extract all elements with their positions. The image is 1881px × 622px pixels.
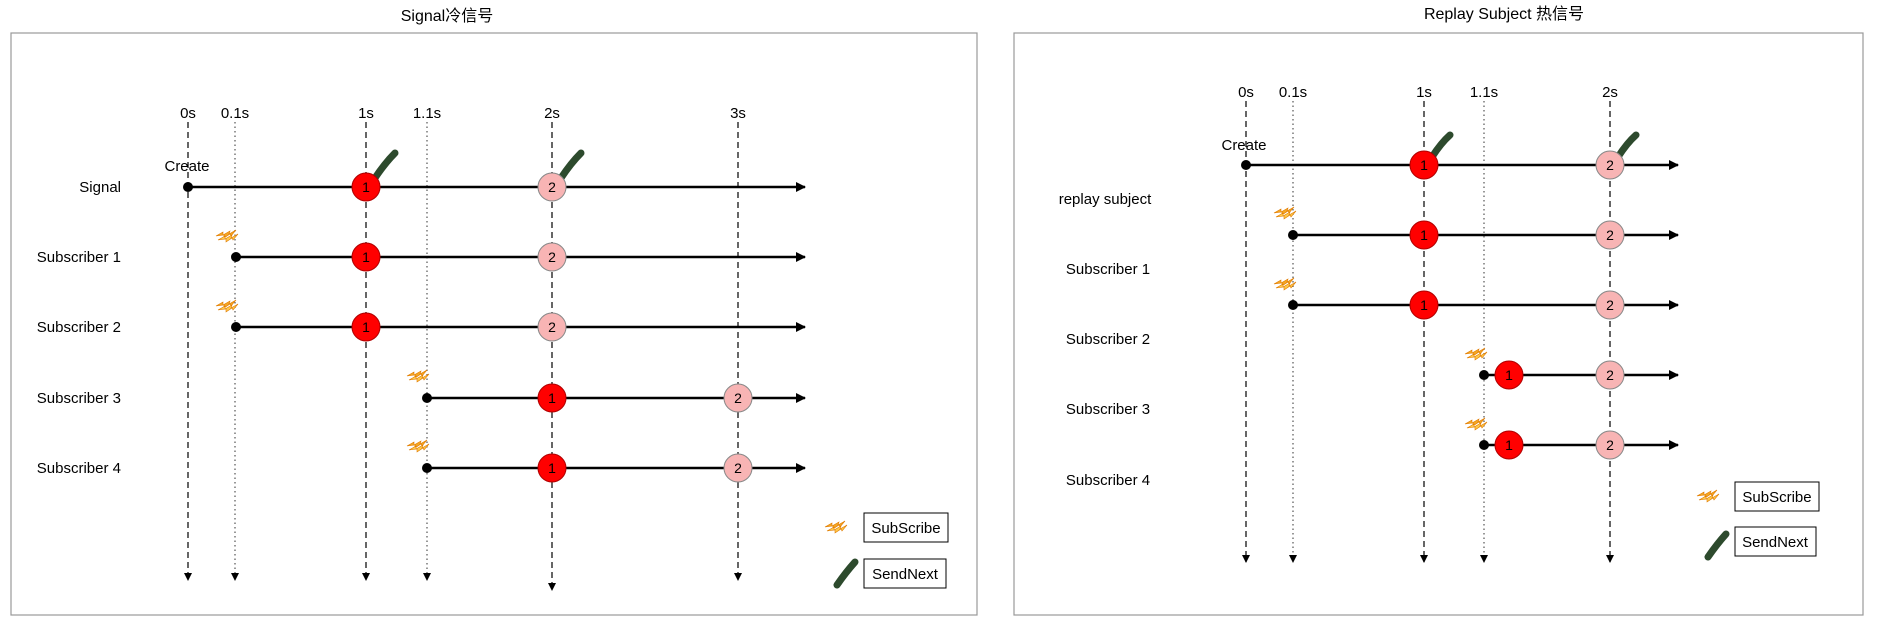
timeline-row-subscriber-2: 1 2 [215, 299, 806, 342]
event-marble-label: 1 [1420, 157, 1428, 173]
create-label: Create [164, 158, 209, 175]
event-marble-label: 1 [1420, 297, 1428, 313]
legend-subscribe-label: SubScribe [1742, 489, 1811, 506]
event-marble-label: 1 [548, 460, 556, 476]
right-panel-frame [1013, 32, 1864, 616]
event-marble-label: 2 [734, 460, 742, 476]
event-marble-label: 2 [548, 319, 556, 335]
row-label-subscriber-4: Subscriber 4 [1066, 472, 1150, 489]
timeline-row-subscriber-2: 1 2 [1273, 277, 1679, 320]
timeline-row-subscriber-3: 1 2 [406, 369, 806, 413]
event-marble [723, 383, 753, 413]
row-label-replay-subject: replay subject [1059, 191, 1152, 208]
event-marble [351, 172, 381, 202]
row-label-subscriber-4: Subscriber 4 [37, 460, 121, 477]
event-marble-label: 2 [1606, 227, 1614, 243]
event-marble [1595, 290, 1625, 320]
time-label-2s: 2s [1602, 84, 1618, 101]
right-time-axis [1242, 101, 1614, 563]
event-marble-label: 2 [548, 179, 556, 195]
time-label-1-1s: 1.1s [413, 105, 441, 122]
left-panel-frame [10, 32, 978, 616]
left-legend: SubScribe SendNext [824, 512, 949, 589]
event-marble [537, 383, 567, 413]
event-marble [1409, 290, 1439, 320]
right-time-labels: 0s 0.1s 1s 1.1s 2s [1238, 84, 1618, 101]
send-next-icon [833, 558, 859, 589]
right-panel: Replay Subject 热信号 0s 0.1s 1s 1.1s 2s re… [1013, 5, 1864, 616]
event-marble [1409, 220, 1439, 250]
create-label: Create [1221, 137, 1266, 154]
legend-subscribe-label: SubScribe [871, 520, 940, 537]
event-marble [537, 453, 567, 483]
event-marble-label: 1 [362, 249, 370, 265]
event-marble-label: 1 [1505, 367, 1513, 383]
time-label-0s: 0s [1238, 84, 1254, 101]
time-label-0s: 0s [180, 105, 196, 122]
event-marble-label: 1 [362, 319, 370, 335]
timeline-row-subscriber-4: 1 2 [1464, 417, 1679, 460]
time-label-1s: 1s [1416, 84, 1432, 101]
timeline-row-subscriber-3: 1 2 [1464, 347, 1679, 390]
row-label-subscriber-1: Subscriber 1 [1066, 261, 1150, 278]
time-label-0-1s: 0.1s [221, 105, 249, 122]
event-marble-label: 1 [548, 390, 556, 406]
event-marble-label: 2 [1606, 437, 1614, 453]
event-marble-label: 2 [1606, 157, 1614, 173]
event-marble-label: 2 [1606, 297, 1614, 313]
time-label-3s: 3s [730, 105, 746, 122]
event-marble-label: 2 [1606, 367, 1614, 383]
timeline-row-subscriber-1: 1 2 [215, 229, 806, 272]
left-time-axis [184, 122, 742, 591]
time-label-1s: 1s [358, 105, 374, 122]
time-label-1-1s: 1.1s [1470, 84, 1498, 101]
event-marble-label: 2 [548, 249, 556, 265]
event-marble [537, 172, 567, 202]
send-next-icon [1704, 530, 1730, 561]
event-marble [1595, 220, 1625, 250]
row-label-subscriber-2: Subscriber 2 [37, 319, 121, 336]
event-marble [1494, 430, 1524, 460]
right-panel-title: Replay Subject 热信号 [1424, 5, 1584, 23]
event-marble [351, 312, 381, 342]
event-marble [1595, 360, 1625, 390]
timeline-row-replay-subject: 1 2 [1241, 131, 1679, 180]
event-marble [1494, 360, 1524, 390]
event-marble [1595, 150, 1625, 180]
row-label-subscriber-1: Subscriber 1 [37, 249, 121, 266]
event-marble-label: 1 [1505, 437, 1513, 453]
legend-send-next-label: SendNext [1742, 534, 1809, 551]
time-label-0-1s: 0.1s [1279, 84, 1307, 101]
event-marble [1409, 150, 1439, 180]
event-marble [537, 312, 567, 342]
time-label-2s: 2s [544, 105, 560, 122]
event-marble [723, 453, 753, 483]
timeline-row-subscriber-4: 1 2 [406, 439, 806, 483]
left-panel: Signal冷信号 0s 0.1s 1s 1.1s 2s 3s Signal S… [10, 7, 978, 616]
send-next-icon [557, 149, 585, 182]
left-time-labels: 0s 0.1s 1s 1.1s 2s 3s [180, 105, 746, 122]
row-label-subscriber-3: Subscriber 3 [1066, 401, 1150, 418]
timeline-row-signal: 1 2 [183, 149, 806, 202]
row-label-signal: Signal [79, 179, 121, 196]
event-marble-label: 1 [362, 179, 370, 195]
event-marble-label: 2 [734, 390, 742, 406]
event-marble-label: 1 [1420, 227, 1428, 243]
event-marble [537, 242, 567, 272]
left-panel-title: Signal冷信号 [401, 7, 493, 25]
legend-send-next-label: SendNext [872, 566, 939, 583]
event-marble [351, 242, 381, 272]
timeline-row-subscriber-1: 1 2 [1273, 206, 1679, 250]
right-legend: SubScribe SendNext [1696, 481, 1820, 561]
row-label-subscriber-3: Subscriber 3 [37, 390, 121, 407]
row-label-subscriber-2: Subscriber 2 [1066, 331, 1150, 348]
event-marble [1595, 430, 1625, 460]
send-next-icon [371, 149, 399, 182]
